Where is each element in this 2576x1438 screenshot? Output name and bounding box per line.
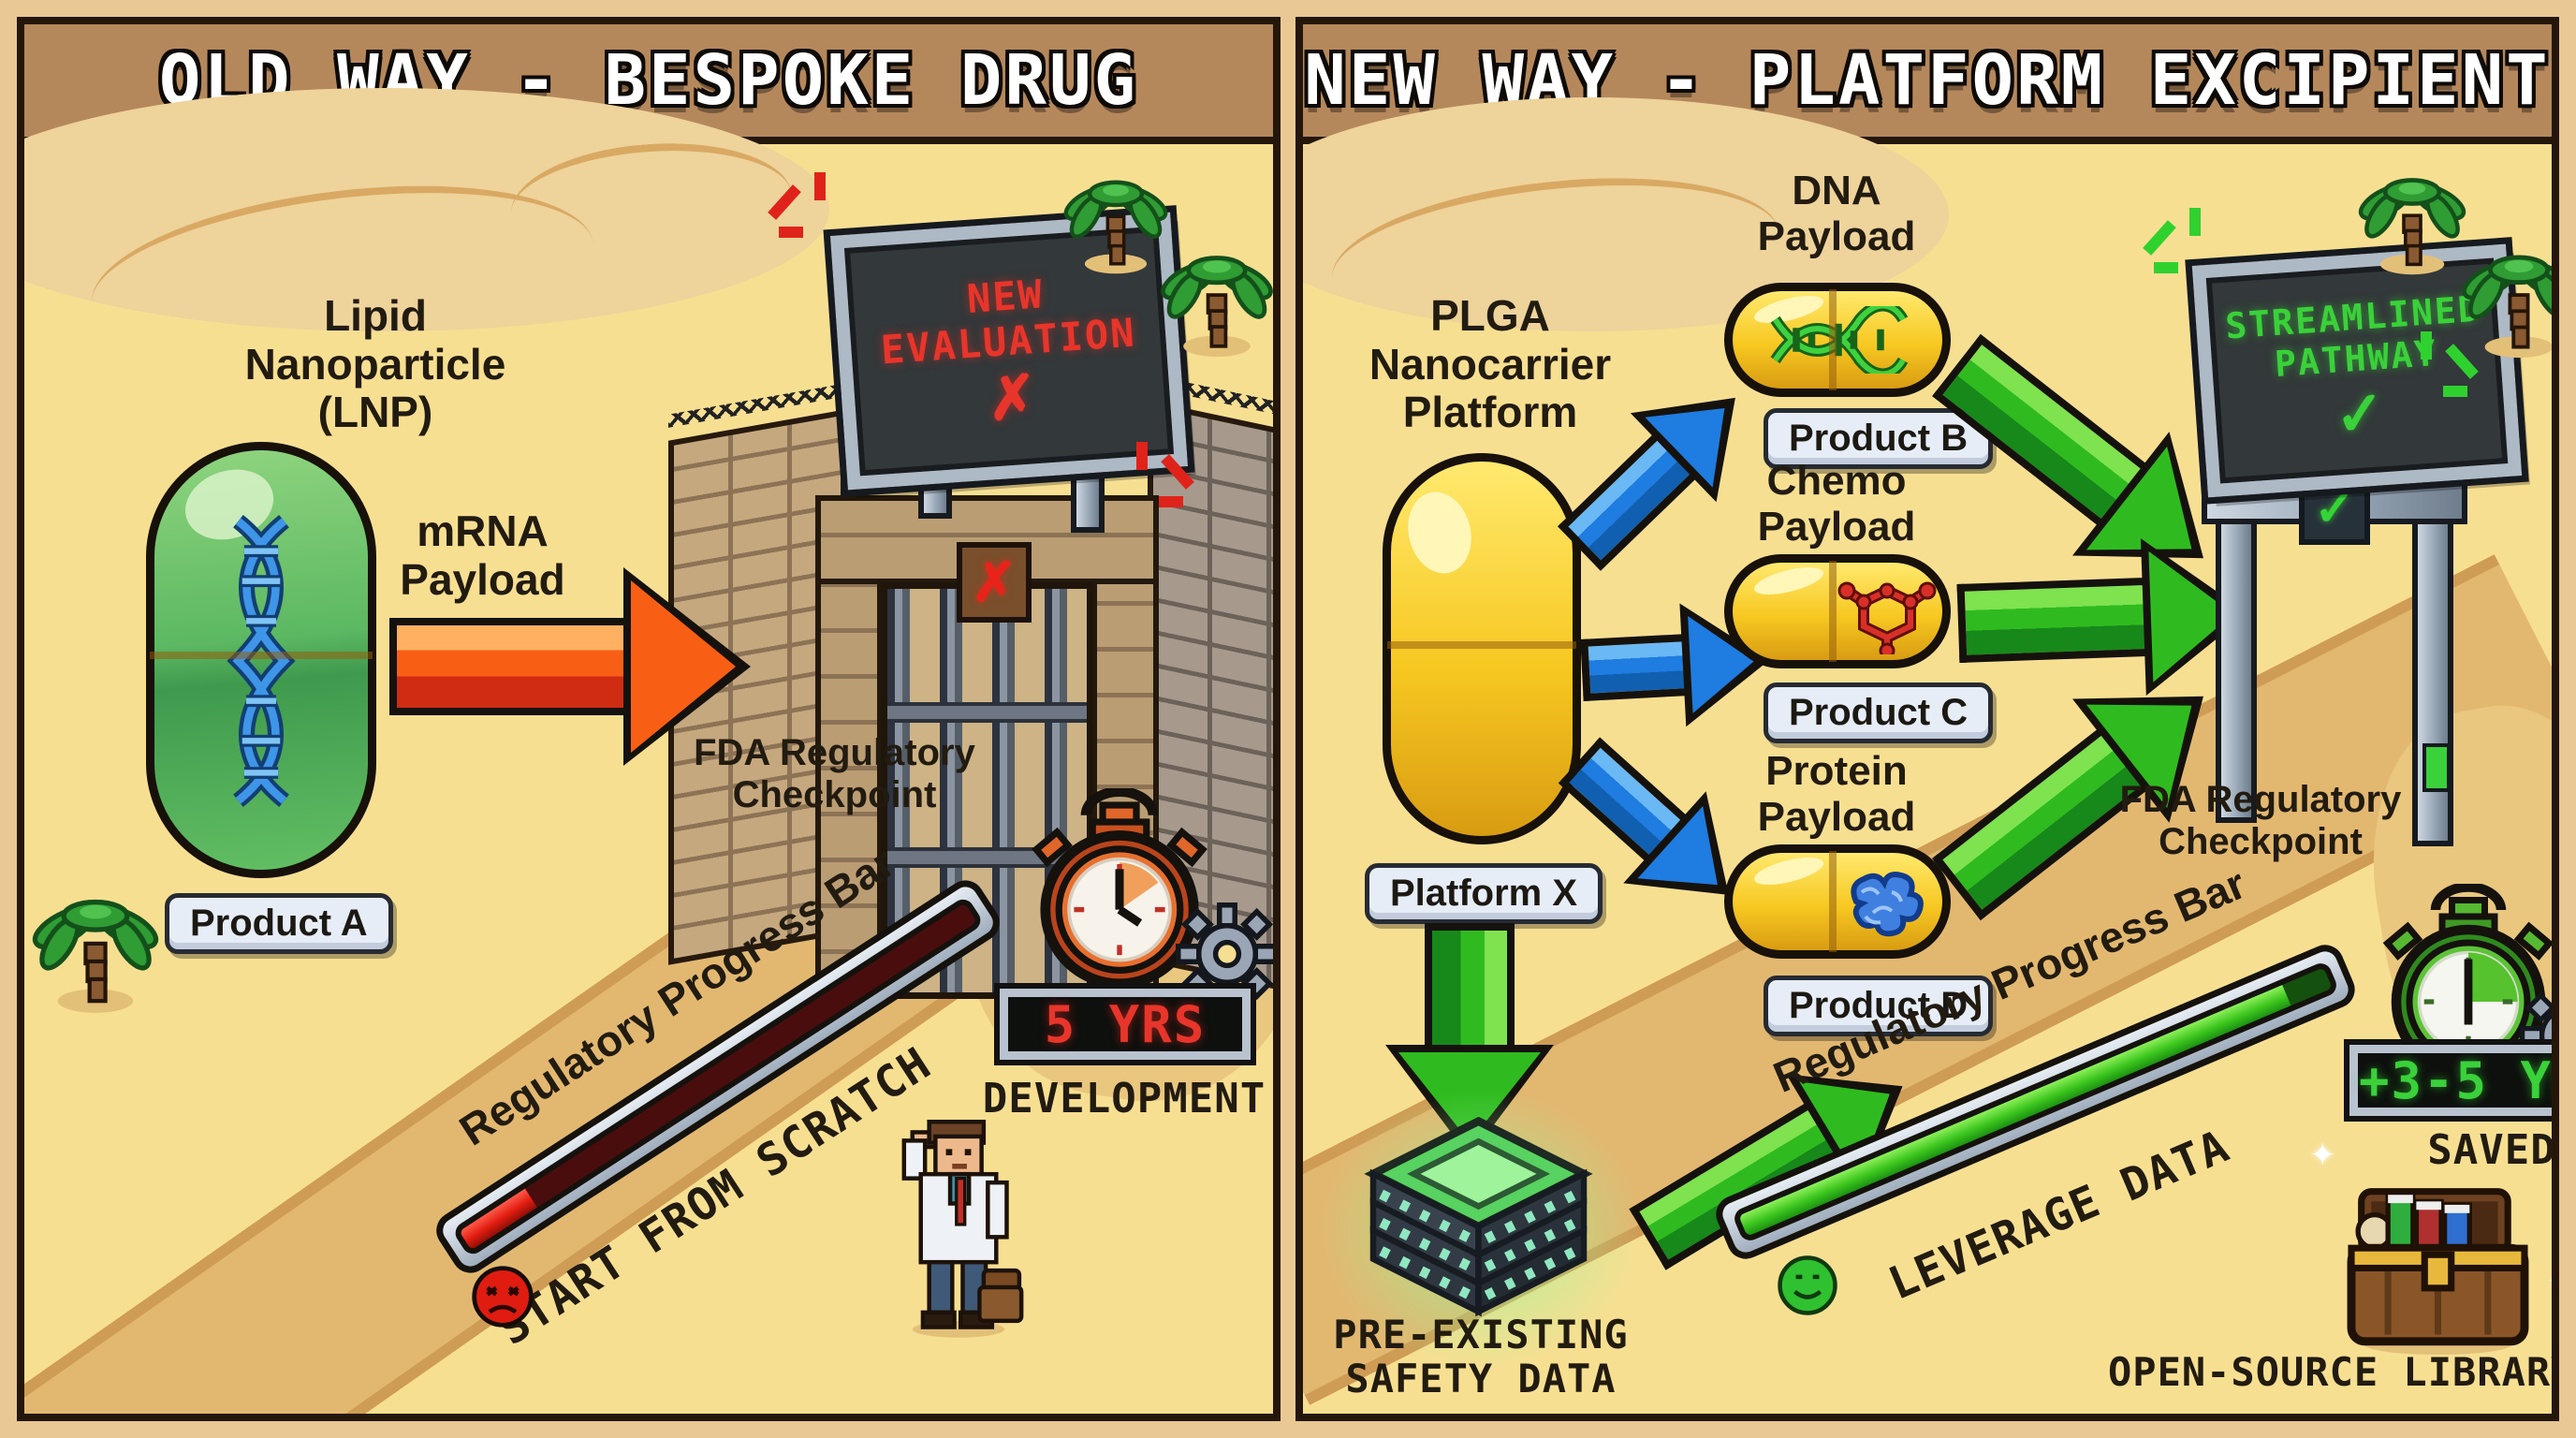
- palm-tree-icon: [32, 899, 159, 1013]
- mrna-arrow: [389, 567, 751, 766]
- fda-checkpoint-label: FDA Regulatory Checkpoint: [2119, 779, 2402, 862]
- development-timer: 5 YRS: [994, 983, 1256, 1065]
- lnp-label: Lipid Nanoparticle (LNP): [244, 291, 506, 437]
- palm-tree-icon: [1063, 180, 1168, 274]
- platform-x-badge: Platform X: [1365, 863, 1603, 924]
- lnp-capsule: [146, 442, 376, 878]
- arch-post-left: [2216, 467, 2257, 823]
- palm-tree-icon: [2462, 255, 2552, 359]
- gate-fail-plaque: ✗: [957, 542, 1032, 623]
- open-source-chest-icon: [2347, 1188, 2529, 1355]
- chemo-payload-label: Chemo Payload: [1757, 458, 1916, 550]
- safety-data-label: PRE-EXISTING SAFETY DATA: [1333, 1312, 1629, 1402]
- platform-capsule: [1383, 453, 1581, 844]
- stopwatch-icon: [1032, 788, 1208, 990]
- protein-capsule: [1724, 844, 1951, 959]
- dune-shape: [24, 88, 829, 331]
- protein-payload-label: Protein Payload: [1757, 748, 1916, 841]
- old-way-canvas: ✗ NEW EVALUATION ✗: [24, 88, 1273, 1414]
- happy-face-icon: [1778, 1255, 1837, 1315]
- dna-payload-label: DNA Payload: [1757, 168, 1916, 260]
- gate-rail: [887, 701, 1087, 723]
- dna-icon: [1770, 306, 1909, 374]
- chemo-capsule: [1724, 554, 1951, 668]
- scientist-character: [901, 1120, 1024, 1338]
- dna-icon: [227, 515, 296, 807]
- check-icon: ✓: [2314, 482, 2355, 536]
- sparkle-icon: ✦: [2309, 1137, 2336, 1173]
- molecule-icon: [1837, 581, 1937, 654]
- timer-value: +3-5 YRS: [2358, 1050, 2554, 1110]
- dna-capsule: [1724, 283, 1951, 397]
- palm-tree-icon: [2358, 178, 2466, 275]
- library-caption: OPEN-SOURCE LIBRARY: [2108, 1349, 2559, 1395]
- x-icon: ✗: [971, 552, 1017, 613]
- evaluation-sign-text: NEW EVALUATION: [879, 271, 1138, 374]
- pathway-sign-text: STREAMLINED PATHWAY: [2224, 287, 2483, 386]
- new-way-canvas: PLGA Nanocarrier Platform Platform X DNA…: [1303, 97, 2552, 1414]
- panel-old-way: OLD WAY - BESPOKE DRUG ✗: [17, 17, 1281, 1421]
- plga-platform-label: PLGA Nanocarrier Platform: [1368, 291, 1612, 437]
- product-a-badge: Product A: [165, 893, 393, 954]
- sparkle-icon: ✦: [2548, 1268, 2552, 1295]
- check-icon: ✓: [2332, 377, 2388, 449]
- saved-timer: +3-5 YRS: [2344, 1039, 2554, 1122]
- product-c-badge: Product C: [1764, 682, 1994, 743]
- mrna-payload-label: mRNA Payload: [400, 506, 565, 604]
- safety-data-chip-icon: [1364, 1116, 1593, 1317]
- protein-icon: [1851, 872, 1924, 937]
- x-icon: ✗: [985, 362, 1040, 433]
- panel-new-way: NEW WAY - PLATFORM EXCIPIENT PLGA Nanoca…: [1295, 17, 2559, 1421]
- angry-face-icon: [472, 1266, 534, 1328]
- arch-indicator: [2422, 743, 2451, 792]
- timer-value: 5 YRS: [1044, 994, 1207, 1054]
- palm-tree-icon: [1161, 256, 1273, 358]
- product-d-badge: Product D: [1764, 976, 1994, 1036]
- fda-checkpoint-label: FDA Regulatory Checkpoint: [694, 732, 975, 815]
- development-caption: DEVELOPMENT: [982, 1075, 1266, 1123]
- saved-caption: SAVED: [2427, 1126, 2556, 1174]
